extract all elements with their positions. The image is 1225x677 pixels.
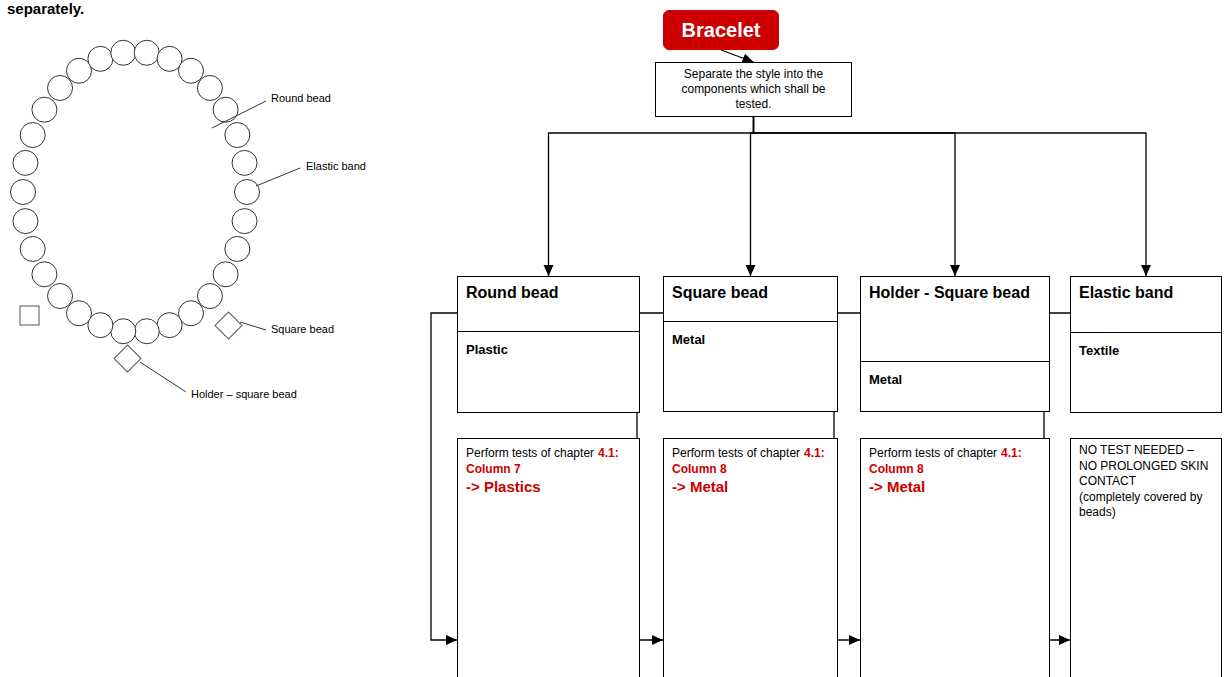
- square-beads: [20, 306, 242, 372]
- round-bead: [179, 301, 204, 326]
- part-label: Holder – square bead: [190, 388, 298, 400]
- round-bead: [88, 313, 113, 338]
- round-bead: [225, 236, 250, 261]
- component-name: Square bead: [672, 283, 829, 302]
- material-class: -> Metal: [672, 477, 829, 497]
- flow-connector: [754, 117, 956, 276]
- flow-connector: [721, 50, 754, 62]
- flow-connector: [549, 117, 754, 276]
- round-bead: [20, 236, 45, 261]
- material-name: Textile: [1079, 343, 1213, 358]
- round-bead: [111, 319, 136, 344]
- test-box: Perform tests of chapter 4.1: Column 8-> M…: [663, 438, 838, 677]
- material-class: -> Metal: [869, 477, 1041, 497]
- round-bead: [179, 58, 204, 83]
- round-bead: [213, 97, 238, 122]
- leader-lines: [140, 101, 300, 392]
- start-box: Bracelet: [663, 10, 779, 50]
- note-text: (completely covered by beads): [1079, 490, 1213, 521]
- component-box: Elastic band: [1070, 276, 1222, 333]
- round-bead: [20, 123, 45, 148]
- test-instruction: Perform tests of chapter: [466, 446, 594, 460]
- component-name: Round bead: [466, 283, 631, 302]
- square-bead: [215, 312, 242, 339]
- round-bead: [48, 284, 73, 309]
- test-instruction: Perform tests of chapter: [672, 446, 800, 460]
- test-instruction: Perform tests of chapter: [869, 446, 997, 460]
- component-box: Holder - Square bead: [860, 276, 1050, 362]
- part-label: Elastic band: [305, 160, 367, 172]
- round-bead: [32, 97, 57, 122]
- component-name: Elastic band: [1079, 283, 1213, 302]
- square-bead: [20, 306, 39, 325]
- note-box: NO TEST NEEDED – NO PROLONGED SKIN CONTA…: [1070, 438, 1222, 677]
- leader-line: [212, 101, 266, 128]
- chapter-number: 4.1:: [598, 446, 619, 460]
- test-box: Perform tests of chapter 4.1: Column 8-> M…: [860, 438, 1050, 677]
- material-box: Metal: [663, 322, 838, 412]
- round-bead: [13, 150, 38, 175]
- holder-square-bead: [114, 345, 141, 372]
- round-bead: [197, 284, 222, 309]
- round-bead: [32, 262, 57, 287]
- round-bead: [232, 209, 257, 234]
- round-bead: [11, 180, 36, 205]
- round-bead: [225, 123, 250, 148]
- leader-line: [240, 322, 266, 330]
- bead-ring: [11, 40, 260, 343]
- round-bead: [134, 319, 159, 344]
- process-text: Separate the style into the components w…: [664, 67, 843, 112]
- round-bead: [157, 313, 182, 338]
- round-bead: [232, 150, 257, 175]
- chapter-number: 4.1:: [1001, 446, 1022, 460]
- round-bead: [235, 180, 260, 205]
- test-box: Perform tests of chapter 4.1: Column 7-> P…: [457, 438, 640, 677]
- component-name: Holder - Square bead: [869, 283, 1041, 302]
- column-number: Column 8: [869, 462, 1041, 478]
- round-bead: [67, 58, 92, 83]
- round-bead: [13, 209, 38, 234]
- round-bead: [213, 262, 238, 287]
- process-box: Separate the style into the components w…: [655, 62, 852, 117]
- component-box: Square bead: [663, 276, 838, 322]
- material-name: Plastic: [466, 342, 631, 357]
- round-bead: [134, 40, 159, 65]
- column-number: Column 7: [466, 462, 631, 478]
- page-heading: separately.: [6, 0, 85, 17]
- component-box: Round bead: [457, 276, 640, 332]
- round-bead: [197, 75, 222, 100]
- chapter-number: 4.1:: [804, 446, 825, 460]
- round-bead: [67, 301, 92, 326]
- part-label: Square bead: [270, 323, 335, 335]
- round-bead: [88, 46, 113, 71]
- note-text: NO TEST NEEDED – NO PROLONGED SKIN CONTA…: [1079, 443, 1213, 490]
- material-name: Metal: [672, 332, 829, 347]
- leader-line: [140, 362, 186, 392]
- material-name: Metal: [869, 372, 1041, 387]
- flow-connector: [754, 117, 1147, 276]
- material-box: Plastic: [457, 332, 640, 413]
- flow-connector: [751, 117, 754, 276]
- flow-connector: [637, 313, 663, 640]
- part-label: Round bead: [270, 92, 332, 104]
- material-box: Metal: [860, 362, 1050, 412]
- material-class: -> Plastics: [466, 477, 631, 497]
- round-bead: [157, 46, 182, 71]
- round-bead: [48, 75, 73, 100]
- flow-connector: [431, 313, 457, 640]
- material-box: Textile: [1070, 333, 1222, 413]
- leader-line: [256, 168, 300, 186]
- start-title: Bracelet: [682, 19, 761, 42]
- column-number: Column 8: [672, 462, 829, 478]
- round-bead: [111, 40, 136, 65]
